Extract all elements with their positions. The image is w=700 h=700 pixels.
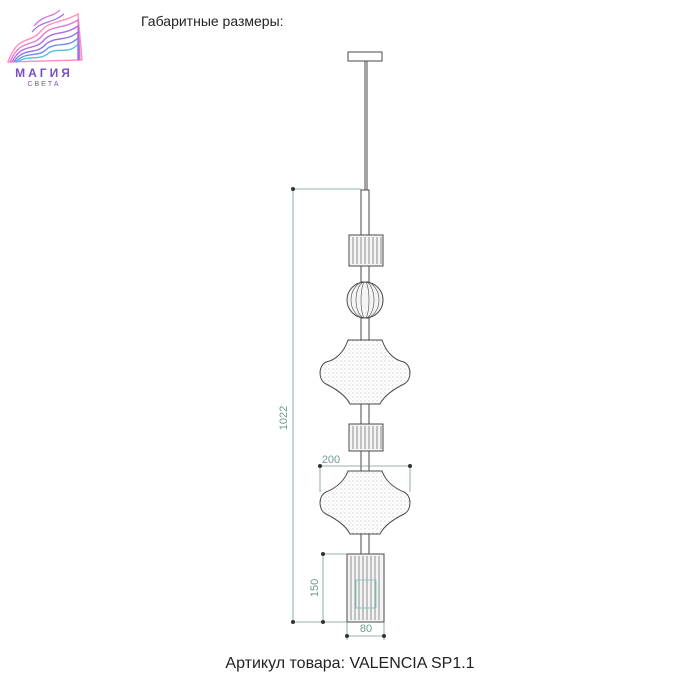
page-title: Габаритные размеры:	[141, 13, 284, 29]
dimension-shade-width: 200	[322, 454, 340, 466]
middle-ribbed-cylinder	[348, 423, 384, 452]
bottom-ribbed-cylinder	[346, 553, 385, 623]
top-ribbed-cylinder	[348, 234, 384, 267]
lamp-outline	[319, 51, 411, 623]
logo-waves-icon	[6, 9, 83, 63]
article-number: Артикул товара: VALENCIA SP1.1	[225, 655, 475, 672]
lower-textured-shade	[319, 470, 411, 535]
dimension-lines	[292, 188, 411, 640]
dimension-markers	[291, 187, 412, 638]
dimension-bottom-height: 150	[309, 579, 321, 597]
ribbed-sphere	[346, 281, 384, 319]
upper-textured-shade	[319, 339, 411, 405]
logo-name: МАГИЯ	[15, 66, 73, 80]
ceiling-canopy	[347, 51, 383, 62]
dimension-bottom-width: 80	[360, 623, 372, 635]
logo-tagline: СВЕТА	[27, 81, 61, 88]
dimension-total-height: 1022	[278, 406, 290, 430]
upper-tube	[360, 189, 370, 236]
